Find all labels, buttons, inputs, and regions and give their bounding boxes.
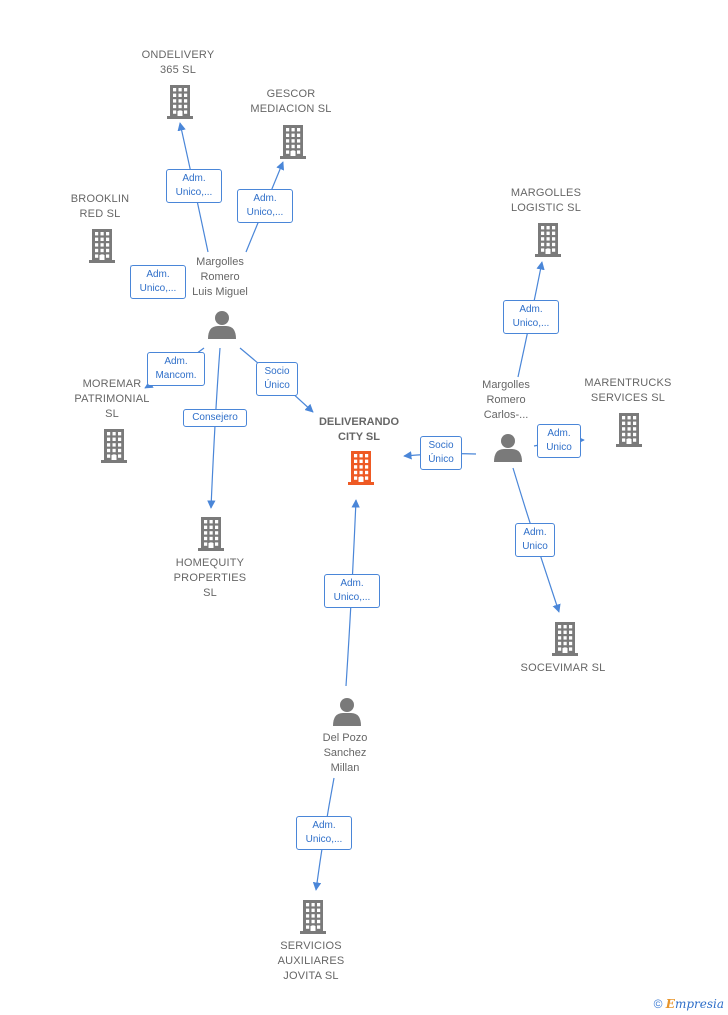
building-icon[interactable] [101, 429, 127, 463]
node-label-socevimar[interactable]: SOCEVIMAR SL [520, 661, 606, 674]
building-icon[interactable] [616, 413, 642, 447]
building-icon[interactable] [198, 517, 224, 551]
person-icon[interactable] [333, 698, 361, 726]
edge-label[interactable]: Adm. Unico,... [503, 300, 559, 334]
node-label-gescor[interactable]: GESCOR MEDIACION SL [250, 88, 332, 115]
edge-label[interactable]: Adm. Unico [537, 424, 581, 458]
edge-luis_miguel-to-homequity [207, 347, 221, 509]
node-label-brooklin[interactable]: BROOKLIN RED SL [70, 193, 130, 220]
building-icon[interactable] [300, 900, 326, 934]
edge-label[interactable]: Adm. Unico,... [237, 189, 293, 223]
edge-label[interactable]: Adm. Unico,... [324, 574, 380, 608]
building-icon[interactable] [552, 622, 578, 656]
node-label-moremar[interactable]: MOREMAR PATRIMONIAL SL [74, 377, 150, 420]
node-label-del-pozo[interactable]: Del Pozo Sanchez Millan [322, 731, 368, 774]
edge-label[interactable]: Adm. Unico,... [166, 169, 222, 203]
node-label-servicios[interactable]: SERVICIOS AUXILIARES JOVITA SL [277, 939, 345, 982]
edge-label[interactable]: Consejero [183, 409, 247, 427]
node-label-deliverando[interactable]: DELIVERANDO CITY SL [318, 416, 400, 443]
edge-label[interactable]: Socio Único [420, 436, 462, 470]
edge-label[interactable]: Adm. Unico,... [296, 816, 352, 850]
node-label-luis-miguel[interactable]: Margolles Romero Luis Miguel [192, 255, 248, 298]
edge-label[interactable]: Adm. Unico,... [130, 265, 186, 299]
edge-label[interactable]: Adm. Mancom. [147, 352, 205, 386]
edge-label[interactable]: Adm. Unico [515, 523, 555, 557]
building-icon[interactable] [89, 229, 115, 263]
node-label-ondelivery[interactable]: ONDELIVERY 365 SL [141, 49, 215, 76]
node-label-margolles-logistic[interactable]: MARGOLLES LOGISTIC SL [510, 187, 582, 214]
empresia-logo[interactable]: Empresia [665, 997, 724, 1011]
building-icon[interactable] [167, 85, 193, 119]
footer-brand: © Empresia [654, 997, 724, 1011]
node-label-homequity[interactable]: HOMEQUITY PROPERTIES SL [173, 556, 247, 599]
edge-label[interactable]: Socio Único [256, 362, 298, 396]
copyright-symbol: © [653, 997, 663, 1011]
node-label-marentrucks[interactable]: MARENTRUCKS SERVICES SL [584, 377, 672, 404]
node-label-carlos[interactable]: Margolles Romero Carlos-... [482, 378, 530, 421]
building-icon[interactable] [280, 125, 306, 159]
building-icon[interactable] [348, 451, 374, 485]
building-icon[interactable] [535, 223, 561, 257]
person-icon[interactable] [494, 434, 522, 462]
person-icon[interactable] [208, 311, 236, 339]
